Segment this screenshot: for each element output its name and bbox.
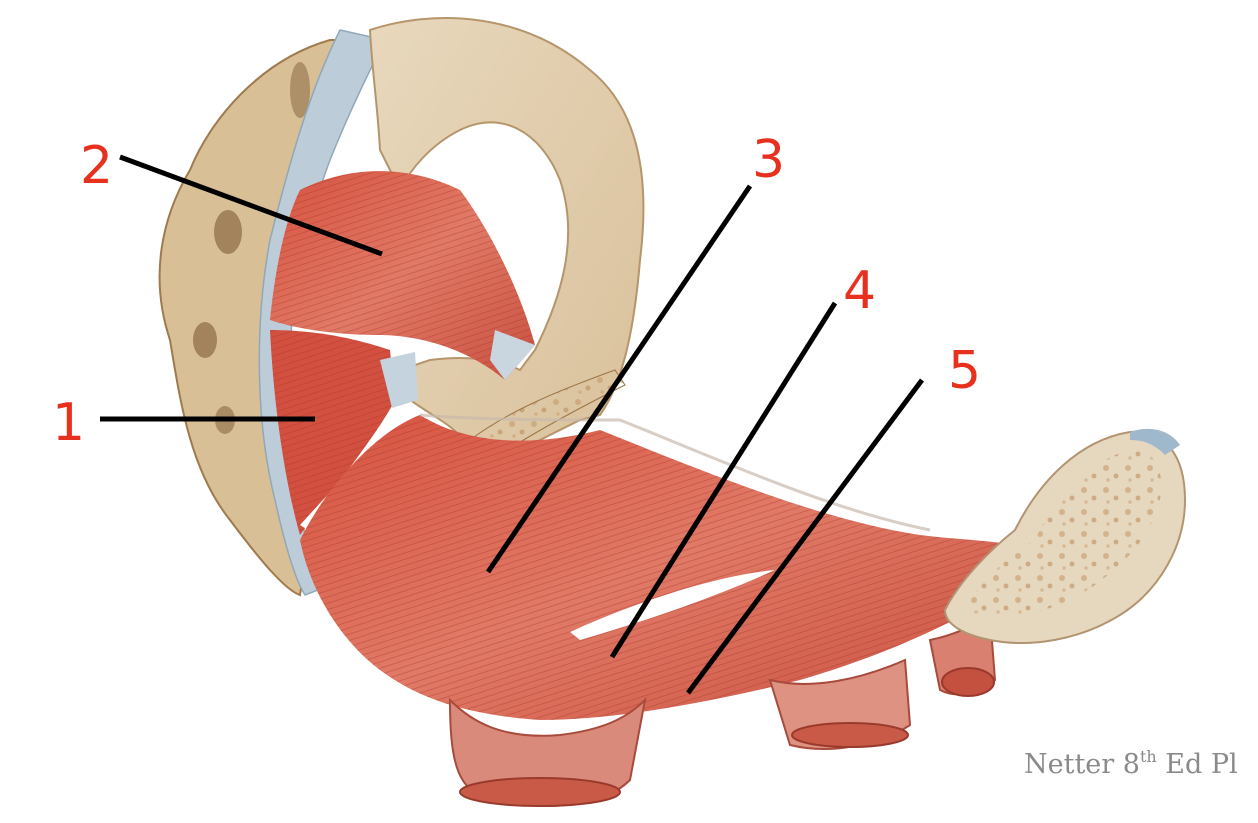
- label-5: 5: [948, 341, 981, 401]
- leader-lines: [100, 154, 925, 695]
- leader-line-3: [485, 184, 753, 574]
- label-3: 3: [752, 130, 785, 190]
- figure-caption: Netter 8th Ed Pl: [1024, 747, 1238, 780]
- label-numbers: 1 2 3 4 5: [52, 130, 981, 453]
- muscle-main-sweep: [300, 413, 1010, 720]
- label-2: 2: [80, 136, 113, 196]
- cut-tube-large: [448, 697, 647, 807]
- caption-prefix: Netter 8: [1024, 749, 1140, 780]
- leader-line-5: [685, 378, 925, 695]
- caption-superscript: th: [1139, 747, 1157, 766]
- pubis-bone-section: [943, 428, 1187, 644]
- caption-suffix: Ed Pl: [1156, 749, 1238, 780]
- muscle-upper-fan: [270, 171, 535, 380]
- leader-line-4: [609, 301, 838, 659]
- cut-tube-middle: [768, 658, 912, 750]
- leader-line-2: [119, 154, 383, 257]
- label-1: 1: [52, 393, 85, 453]
- label-4: 4: [843, 261, 876, 321]
